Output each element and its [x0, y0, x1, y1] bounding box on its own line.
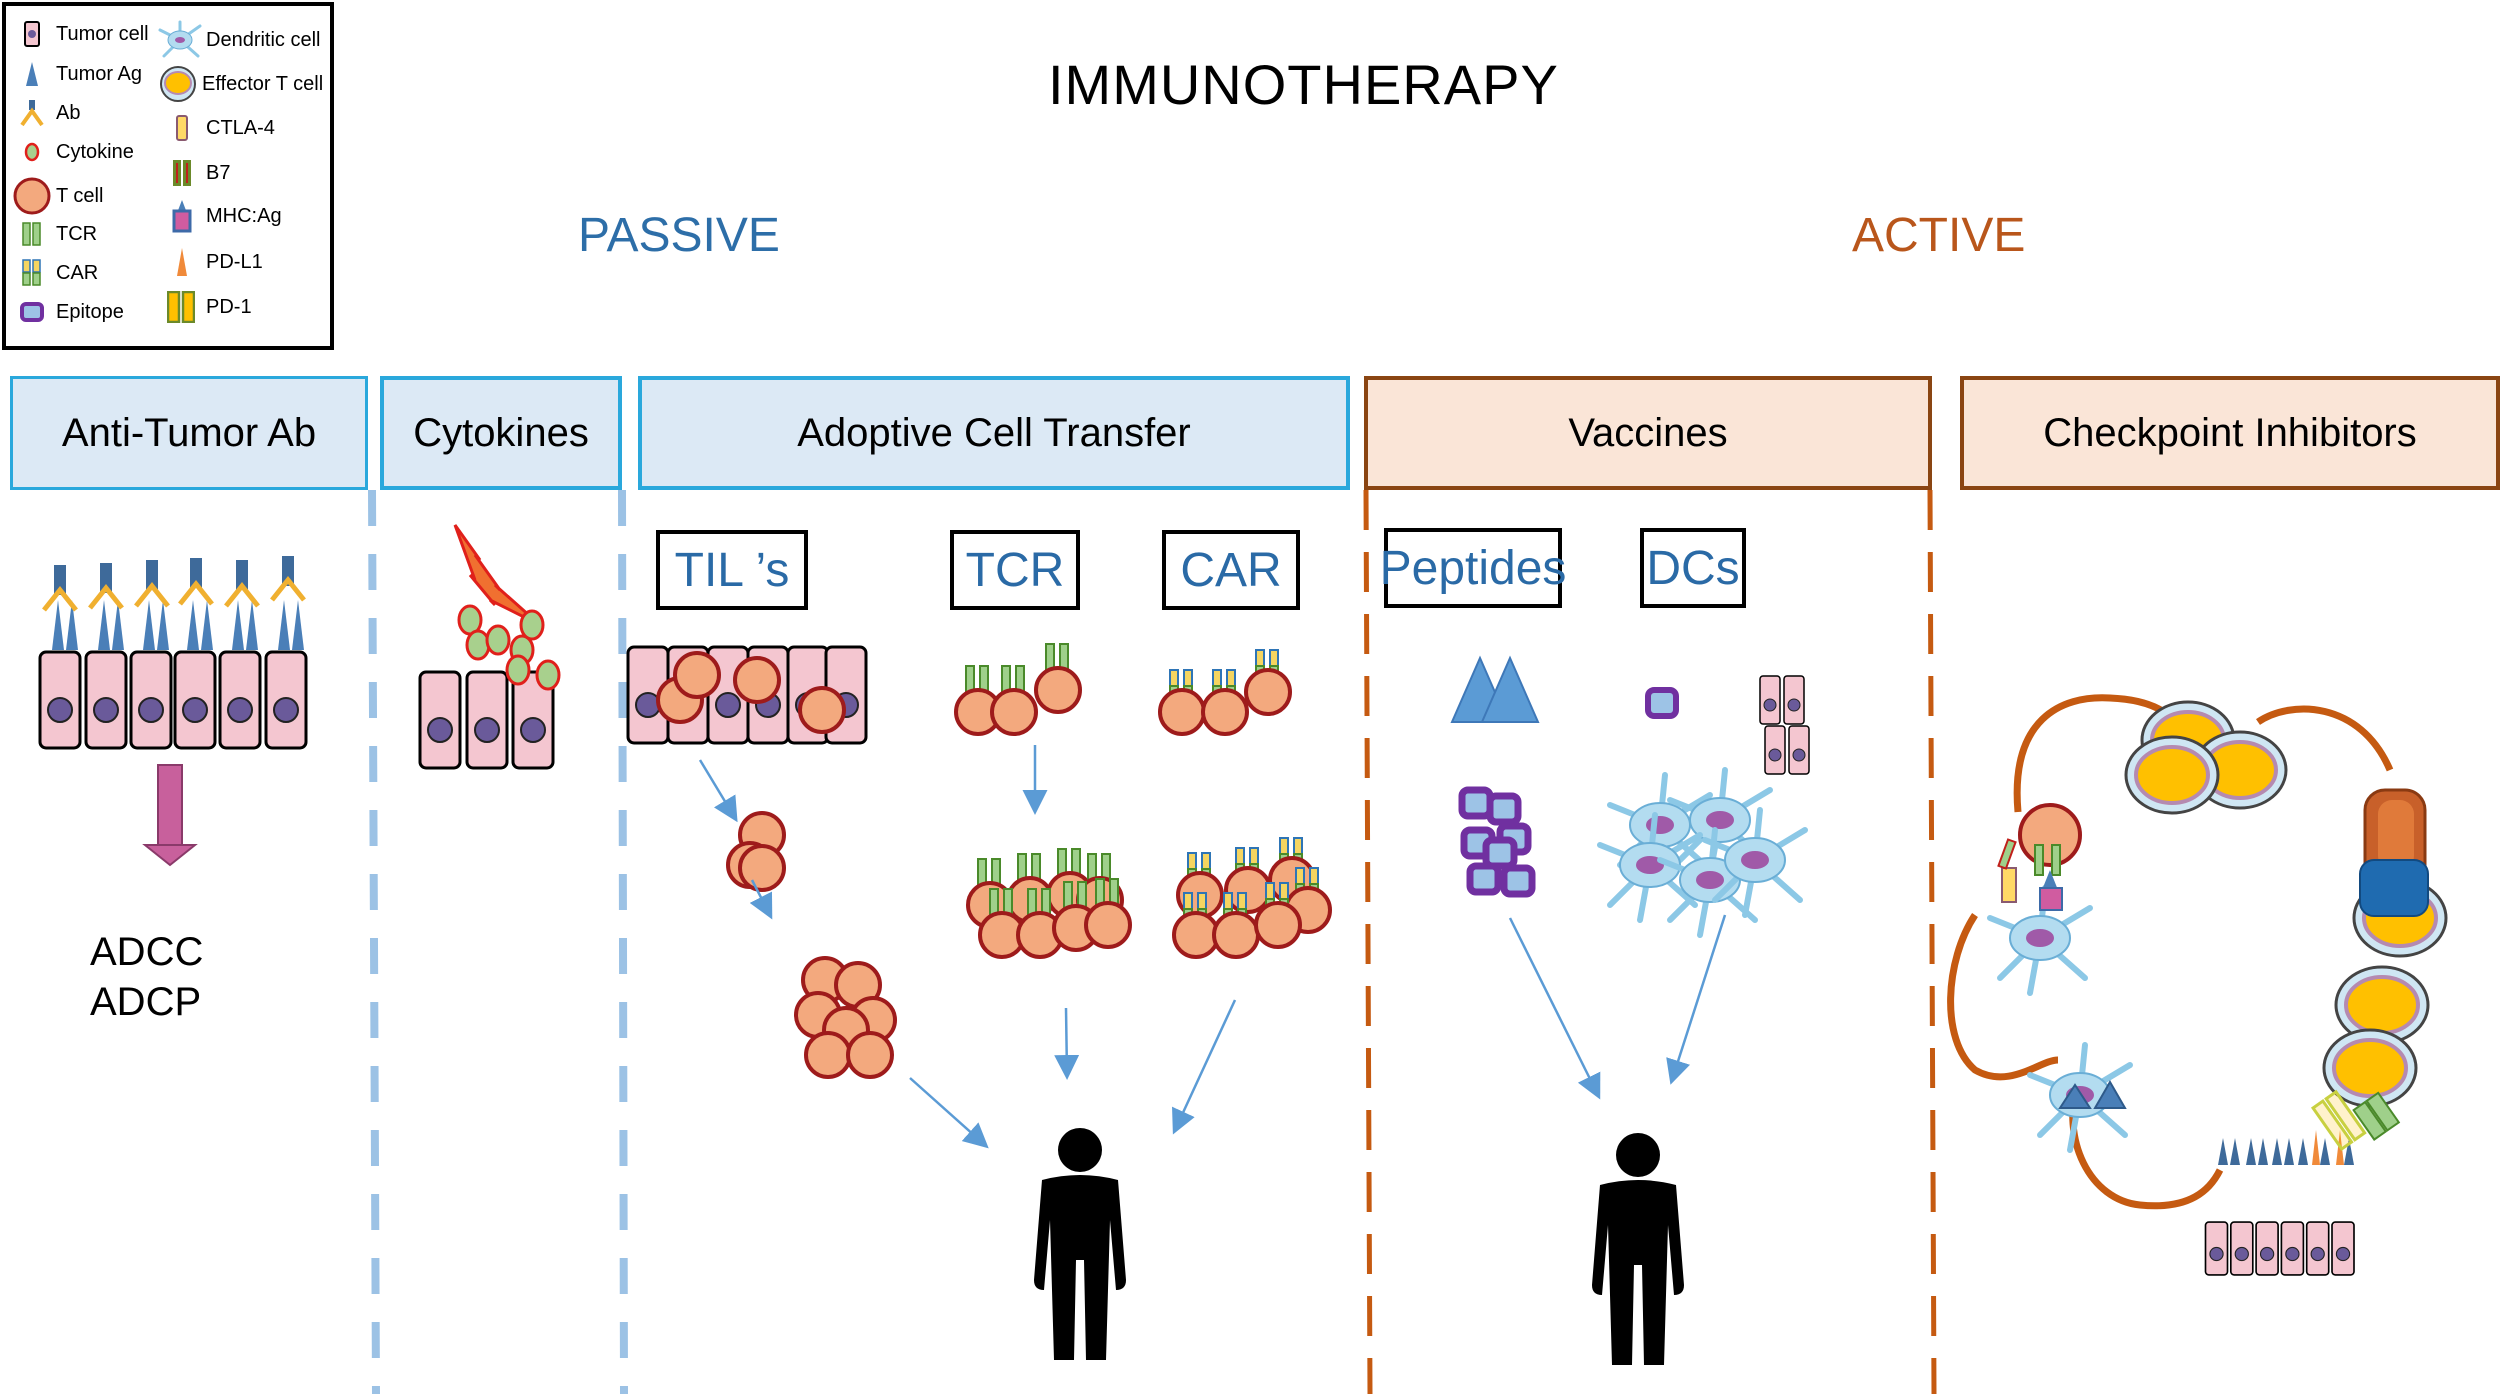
section-header-cytokines: Cytokines — [380, 376, 622, 490]
ctla4-icon — [168, 114, 196, 142]
blood-vessel-icon — [2359, 788, 2429, 917]
peptide-antigens — [1450, 655, 1540, 723]
pd-l1-icon — [168, 248, 196, 276]
mhc-ag — [2039, 887, 2063, 911]
legend-item-epitope: Epitope — [18, 298, 124, 326]
section-header-vaccines: Vaccines — [1364, 376, 1932, 490]
expanded-tils-small — [726, 811, 786, 892]
legend-item-b7: B7 — [168, 159, 230, 187]
legend-item-pd-l1: PD-L1 — [168, 248, 263, 276]
outcome-adcp: ADCP — [90, 980, 202, 1024]
divider-passive-2 — [618, 489, 628, 1394]
cytokine-icon — [18, 138, 46, 166]
vaccine-arrows — [1508, 914, 1727, 1100]
tcr-icon — [18, 220, 46, 248]
tcr-t-cells — [954, 643, 1082, 736]
t-cell-priming — [1997, 803, 2082, 911]
legend: Tumor cell Tumor Ag Ab Cytokine T cell T… — [2, 2, 334, 350]
dendritic-cell-icon — [156, 20, 204, 60]
diagram-title: IMMUNOTHERAPY — [1048, 53, 1559, 116]
legend-item-t-cell: T cell — [12, 176, 103, 216]
legend-item-cytokine: Cytokine — [18, 138, 134, 166]
section-header-checkpoint-inhibitors: Checkpoint Inhibitors — [1960, 376, 2500, 490]
act-arrows — [698, 745, 1237, 1149]
legend-item-tcr: TCR — [18, 220, 97, 248]
subtype-peptides: Peptides — [1380, 528, 1566, 608]
peptide-epitopes — [1458, 786, 1536, 898]
patient-icon-act — [1034, 1128, 1126, 1360]
car-t-cells — [1158, 649, 1292, 736]
expanded-tcr-cells — [966, 848, 1132, 959]
legend-item-ctla4: CTLA-4 — [168, 114, 275, 142]
pd-1-icon — [166, 290, 196, 324]
car-icon — [18, 259, 46, 287]
legend-item-tumor-cell: Tumor cell — [18, 20, 149, 48]
dc-epitope — [1645, 687, 1679, 719]
legend-item-dendritic-cell: Dendritic cell — [156, 20, 320, 60]
b7-icon — [168, 159, 196, 187]
legend-item-ab: Ab — [18, 99, 80, 127]
category-active: ACTIVE — [1852, 209, 2026, 262]
legend-item-tumor-ag: Tumor Ag — [18, 60, 142, 88]
patient-icon-vaccines — [1592, 1133, 1684, 1365]
divider-passive-1 — [368, 489, 380, 1394]
ctla4-receptor — [2001, 867, 2017, 903]
effector-t-cell-icon — [158, 64, 198, 104]
legend-item-effector-t-cell: Effector T cell — [158, 64, 323, 104]
t-cell-icon — [12, 176, 52, 216]
subtype-tils: TIL ’s — [656, 530, 808, 610]
expanded-car-cells — [1172, 837, 1332, 959]
subtype-tcr: TCR — [950, 530, 1080, 610]
antibody-icon — [18, 99, 46, 127]
divider-active-2 — [1927, 489, 1937, 1394]
expanded-tils-large — [794, 956, 897, 1079]
section-header-anti-tumor-ab: Anti-Tumor Ab — [10, 376, 368, 490]
mhc-ag-icon — [168, 200, 196, 233]
tumor-cells-with-antibodies — [38, 556, 308, 750]
cytokines-cluster — [457, 604, 561, 691]
adcc-arrow — [142, 764, 198, 867]
section-header-adoptive-cell-transfer: Adoptive Cell Transfer — [638, 376, 1350, 490]
cytokine-tumor-cells — [418, 670, 555, 770]
divider-active-1 — [1363, 489, 1373, 1394]
category-passive: PASSIVE — [578, 209, 780, 262]
legend-item-mhc-ag: MHC:Ag — [168, 200, 282, 233]
subtype-dcs: DCs — [1640, 528, 1746, 608]
subtype-car: CAR — [1162, 530, 1300, 610]
outcome-adcc: ADCC — [90, 930, 204, 974]
tumor-cell-icon — [18, 20, 46, 48]
tumor-antigen-icon — [18, 60, 46, 88]
epitope-icon — [18, 298, 46, 326]
pd-1-pd-l1-blockade — [2310, 1089, 2401, 1152]
legend-item-pd-1: PD-1 — [166, 290, 252, 324]
b7-ligand — [1997, 838, 2017, 870]
dc-tumor-cells — [1759, 675, 1810, 775]
checkpoint-tumor-cells — [2204, 1221, 2355, 1276]
dendritic-cell-cluster — [1600, 770, 1805, 935]
legend-item-car: CAR — [18, 259, 98, 287]
